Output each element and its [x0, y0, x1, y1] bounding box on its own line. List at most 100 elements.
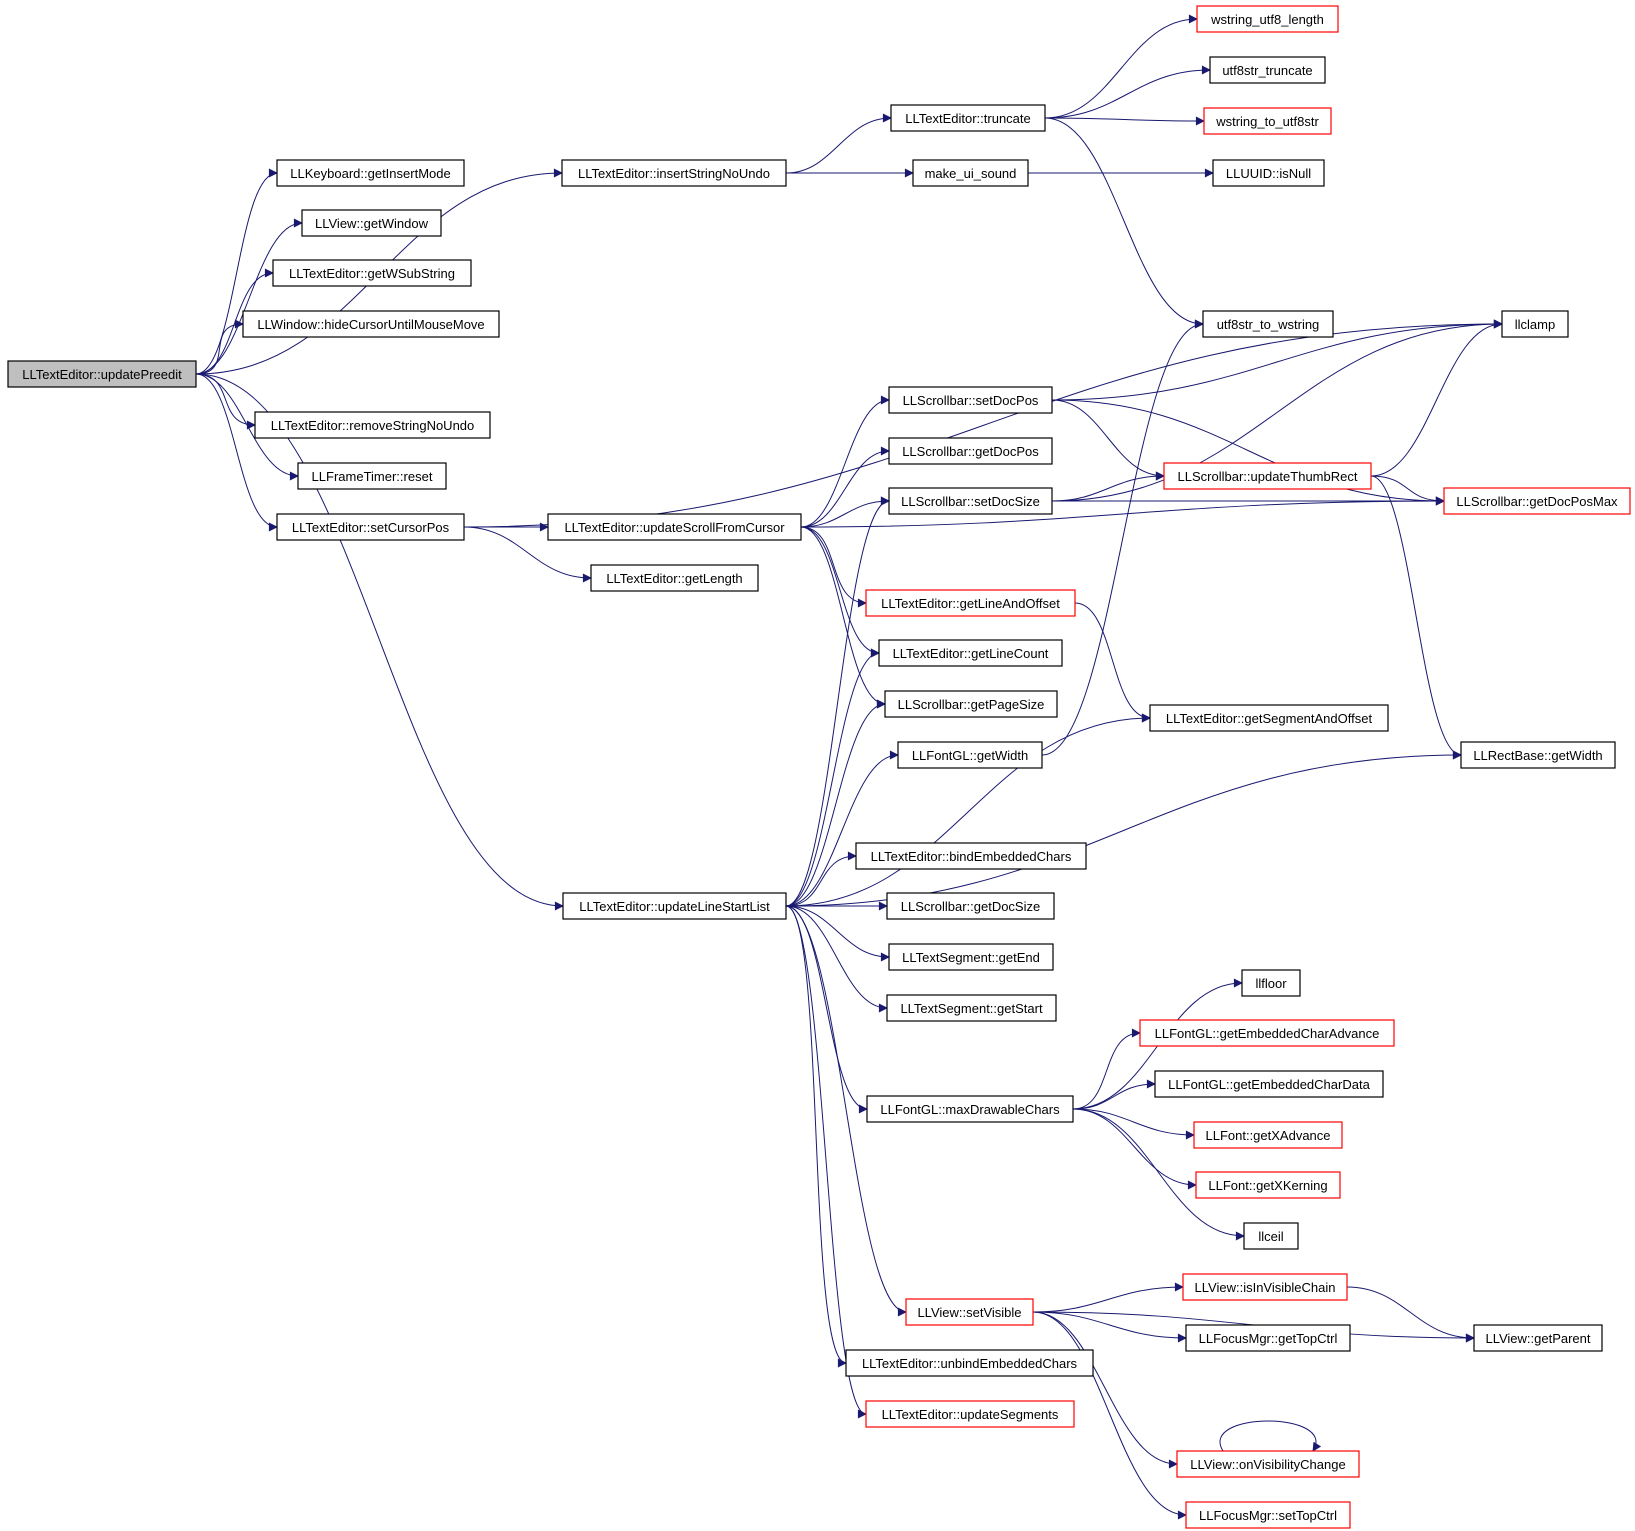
edge-maxDrawableChars-to-getEmbeddedCharData	[1072, 1079, 1156, 1110]
node-updateScrollFromCursor[interactable]: LLTextEditor::updateScrollFromCursor	[547, 513, 802, 541]
node-box	[865, 1400, 1075, 1428]
edge-updateScrollFromCursor-to-sbSetDocPos	[800, 395, 890, 528]
edge-sbSetDocSize-to-sbUpdateThumbRect	[1051, 471, 1165, 502]
node-hideCursor[interactable]: LLWindow::hideCursorUntilMouseMove	[242, 310, 500, 338]
node-getEmbeddedCharData[interactable]: LLFontGL::getEmbeddedCharData	[1154, 1070, 1384, 1098]
node-sbUpdateThumbRect[interactable]: LLScrollbar::updateThumbRect	[1163, 462, 1372, 490]
node-box	[866, 1095, 1074, 1123]
node-utf8strToWstring[interactable]: utf8str_to_wstring	[1202, 310, 1334, 338]
node-utf8strTruncate[interactable]: utf8str_truncate	[1209, 56, 1326, 84]
node-box	[276, 513, 465, 541]
node-label: LLFocusMgr::setTopCtrl	[1199, 1508, 1337, 1523]
node-label: LLFontGL::getEmbeddedCharAdvance	[1155, 1026, 1380, 1041]
node-rectGetWidth[interactable]: LLRectBase::getWidth	[1460, 741, 1616, 769]
node-label: LLTextEditor::updateSegments	[882, 1407, 1059, 1422]
node-removeStringNoUndo[interactable]: LLTextEditor::removeStringNoUndo	[254, 411, 491, 439]
node-label: LLTextEditor::updateLineStartList	[579, 899, 770, 914]
node-llfloor[interactable]: llfloor	[1241, 969, 1301, 997]
node-box	[562, 892, 787, 920]
node-segGetEnd[interactable]: LLTextSegment::getEnd	[888, 943, 1054, 971]
node-getXKerning[interactable]: LLFont::getXKerning	[1195, 1171, 1341, 1199]
node-box	[254, 411, 491, 439]
node-label: LLTextEditor::removeStringNoUndo	[271, 418, 475, 433]
node-frameReset[interactable]: LLFrameTimer::reset	[297, 462, 447, 490]
node-maxDrawableChars[interactable]: LLFontGL::maxDrawableChars	[866, 1095, 1074, 1123]
node-getLineCount[interactable]: LLTextEditor::getLineCount	[878, 639, 1063, 667]
node-box	[242, 310, 500, 338]
node-wstringUtf8Length[interactable]: wstring_utf8_length	[1196, 5, 1339, 33]
node-label: LLTextEditor::setCursorPos	[292, 520, 450, 535]
node-sbSetDocPos[interactable]: LLScrollbar::setDocPos	[888, 386, 1053, 414]
node-onVisibilityChange[interactable]: LLView::onVisibilityChange	[1176, 1450, 1360, 1478]
node-box	[1182, 1273, 1348, 1301]
node-getParent[interactable]: LLView::getParent	[1473, 1324, 1603, 1352]
node-llceil[interactable]: llceil	[1243, 1222, 1299, 1250]
node-label: LLUUID::isNull	[1226, 166, 1311, 181]
node-llclamp[interactable]: llclamp	[1501, 310, 1569, 338]
node-label: LLScrollbar::getDocSize	[901, 899, 1040, 914]
node-makeUiSound[interactable]: make_ui_sound	[912, 159, 1029, 187]
node-insertStringNoUndo[interactable]: LLTextEditor::insertStringNoUndo	[561, 159, 787, 187]
node-bindEmbeddedChars[interactable]: LLTextEditor::bindEmbeddedChars	[855, 842, 1087, 870]
node-sbGetPageSize[interactable]: LLScrollbar::getPageSize	[884, 690, 1058, 718]
node-box	[878, 639, 1063, 667]
node-label: LLFontGL::maxDrawableChars	[880, 1102, 1060, 1117]
node-getWSubString[interactable]: LLTextEditor::getWSubString	[272, 259, 472, 287]
node-box	[888, 437, 1053, 465]
node-sbGetDocSize[interactable]: LLScrollbar::getDocSize	[886, 892, 1055, 920]
node-getWindow[interactable]: LLView::getWindow	[301, 209, 442, 237]
node-label: LLFont::getXAdvance	[1205, 1128, 1330, 1143]
node-sbSetDocSize[interactable]: LLScrollbar::setDocSize	[888, 487, 1053, 515]
edge-updateScrollFromCursor-to-sbGetDocPos	[800, 446, 890, 528]
node-wstringToUtf8str[interactable]: wstring_to_utf8str	[1203, 107, 1332, 135]
edge-updateLineStartList-to-getSegmentAndOffset	[785, 713, 1151, 907]
edge-root-to-removeStringNoUndo	[195, 373, 256, 430]
edge-updateLineStartList-to-bindEmbeddedChars	[785, 851, 857, 907]
node-box	[884, 690, 1058, 718]
node-sbGetDocPosMax[interactable]: LLScrollbar::getDocPosMax	[1443, 487, 1631, 515]
node-updateSegments[interactable]: LLTextEditor::updateSegments	[865, 1400, 1075, 1428]
node-getEmbeddedCharAdvance[interactable]: LLFontGL::getEmbeddedCharAdvance	[1139, 1019, 1395, 1047]
node-label: LLWindow::hideCursorUntilMouseMove	[257, 317, 484, 332]
node-root[interactable]: LLTextEditor::updatePreedit	[7, 360, 197, 388]
node-box	[1193, 1121, 1343, 1149]
node-label: LLView::getWindow	[315, 216, 429, 231]
node-setTopCtrl[interactable]: LLFocusMgr::setTopCtrl	[1185, 1501, 1351, 1529]
node-box	[890, 104, 1046, 132]
node-getLength[interactable]: LLTextEditor::getLength	[590, 564, 759, 592]
node-getTopCtrl[interactable]: LLFocusMgr::getTopCtrl	[1185, 1324, 1351, 1352]
node-label: wstring_utf8_length	[1210, 12, 1324, 27]
node-uuidIsNull[interactable]: LLUUID::isNull	[1212, 159, 1325, 187]
node-getInsertMode[interactable]: LLKeyboard::getInsertMode	[276, 159, 465, 187]
edge-sbSetDocPos-to-sbUpdateThumbRect	[1051, 399, 1165, 481]
edge-sbUpdateThumbRect-to-rectGetWidth	[1370, 475, 1462, 760]
node-label: LLView::onVisibilityChange	[1190, 1457, 1345, 1472]
node-segGetStart[interactable]: LLTextSegment::getStart	[886, 994, 1057, 1022]
node-label: LLTextEditor::getLineAndOffset	[881, 596, 1060, 611]
edge-updateLineStartList-to-updateSegments	[785, 905, 867, 1419]
node-setCursorPos[interactable]: LLTextEditor::setCursorPos	[276, 513, 465, 541]
node-box	[1209, 56, 1326, 84]
node-label: wstring_to_utf8str	[1215, 114, 1319, 129]
node-unbindEmbeddedChars[interactable]: LLTextEditor::unbindEmbeddedChars	[845, 1349, 1094, 1377]
node-label: LLScrollbar::setDocSize	[901, 494, 1040, 509]
node-truncate[interactable]: LLTextEditor::truncate	[890, 104, 1046, 132]
node-label: LLTextEditor::updateScrollFromCursor	[564, 520, 785, 535]
edge-maxDrawableChars-to-getEmbeddedCharAdvance	[1072, 1028, 1141, 1110]
node-box	[1154, 1070, 1384, 1098]
node-fontGetWidth[interactable]: LLFontGL::getWidth	[897, 741, 1043, 769]
node-box	[888, 487, 1053, 515]
node-getSegmentAndOffset[interactable]: LLTextEditor::getSegmentAndOffset	[1149, 704, 1389, 732]
node-isInVisibleChain[interactable]: LLView::isInVisibleChain	[1182, 1273, 1348, 1301]
node-box	[865, 589, 1076, 617]
node-setVisible[interactable]: LLView::setVisible	[905, 1298, 1034, 1326]
node-getLineAndOffset[interactable]: LLTextEditor::getLineAndOffset	[865, 589, 1076, 617]
node-label: llclamp	[1515, 317, 1555, 332]
node-box	[547, 513, 802, 541]
node-sbGetDocPos[interactable]: LLScrollbar::getDocPos	[888, 437, 1053, 465]
edge-sbUpdateThumbRect-to-llclamp	[1370, 319, 1503, 477]
node-updateLineStartList[interactable]: LLTextEditor::updateLineStartList	[562, 892, 787, 920]
edge-setVisible-to-onVisibilityChange	[1032, 1311, 1178, 1469]
node-label: LLTextSegment::getStart	[900, 1001, 1043, 1016]
node-getXAdvance[interactable]: LLFont::getXAdvance	[1193, 1121, 1343, 1149]
